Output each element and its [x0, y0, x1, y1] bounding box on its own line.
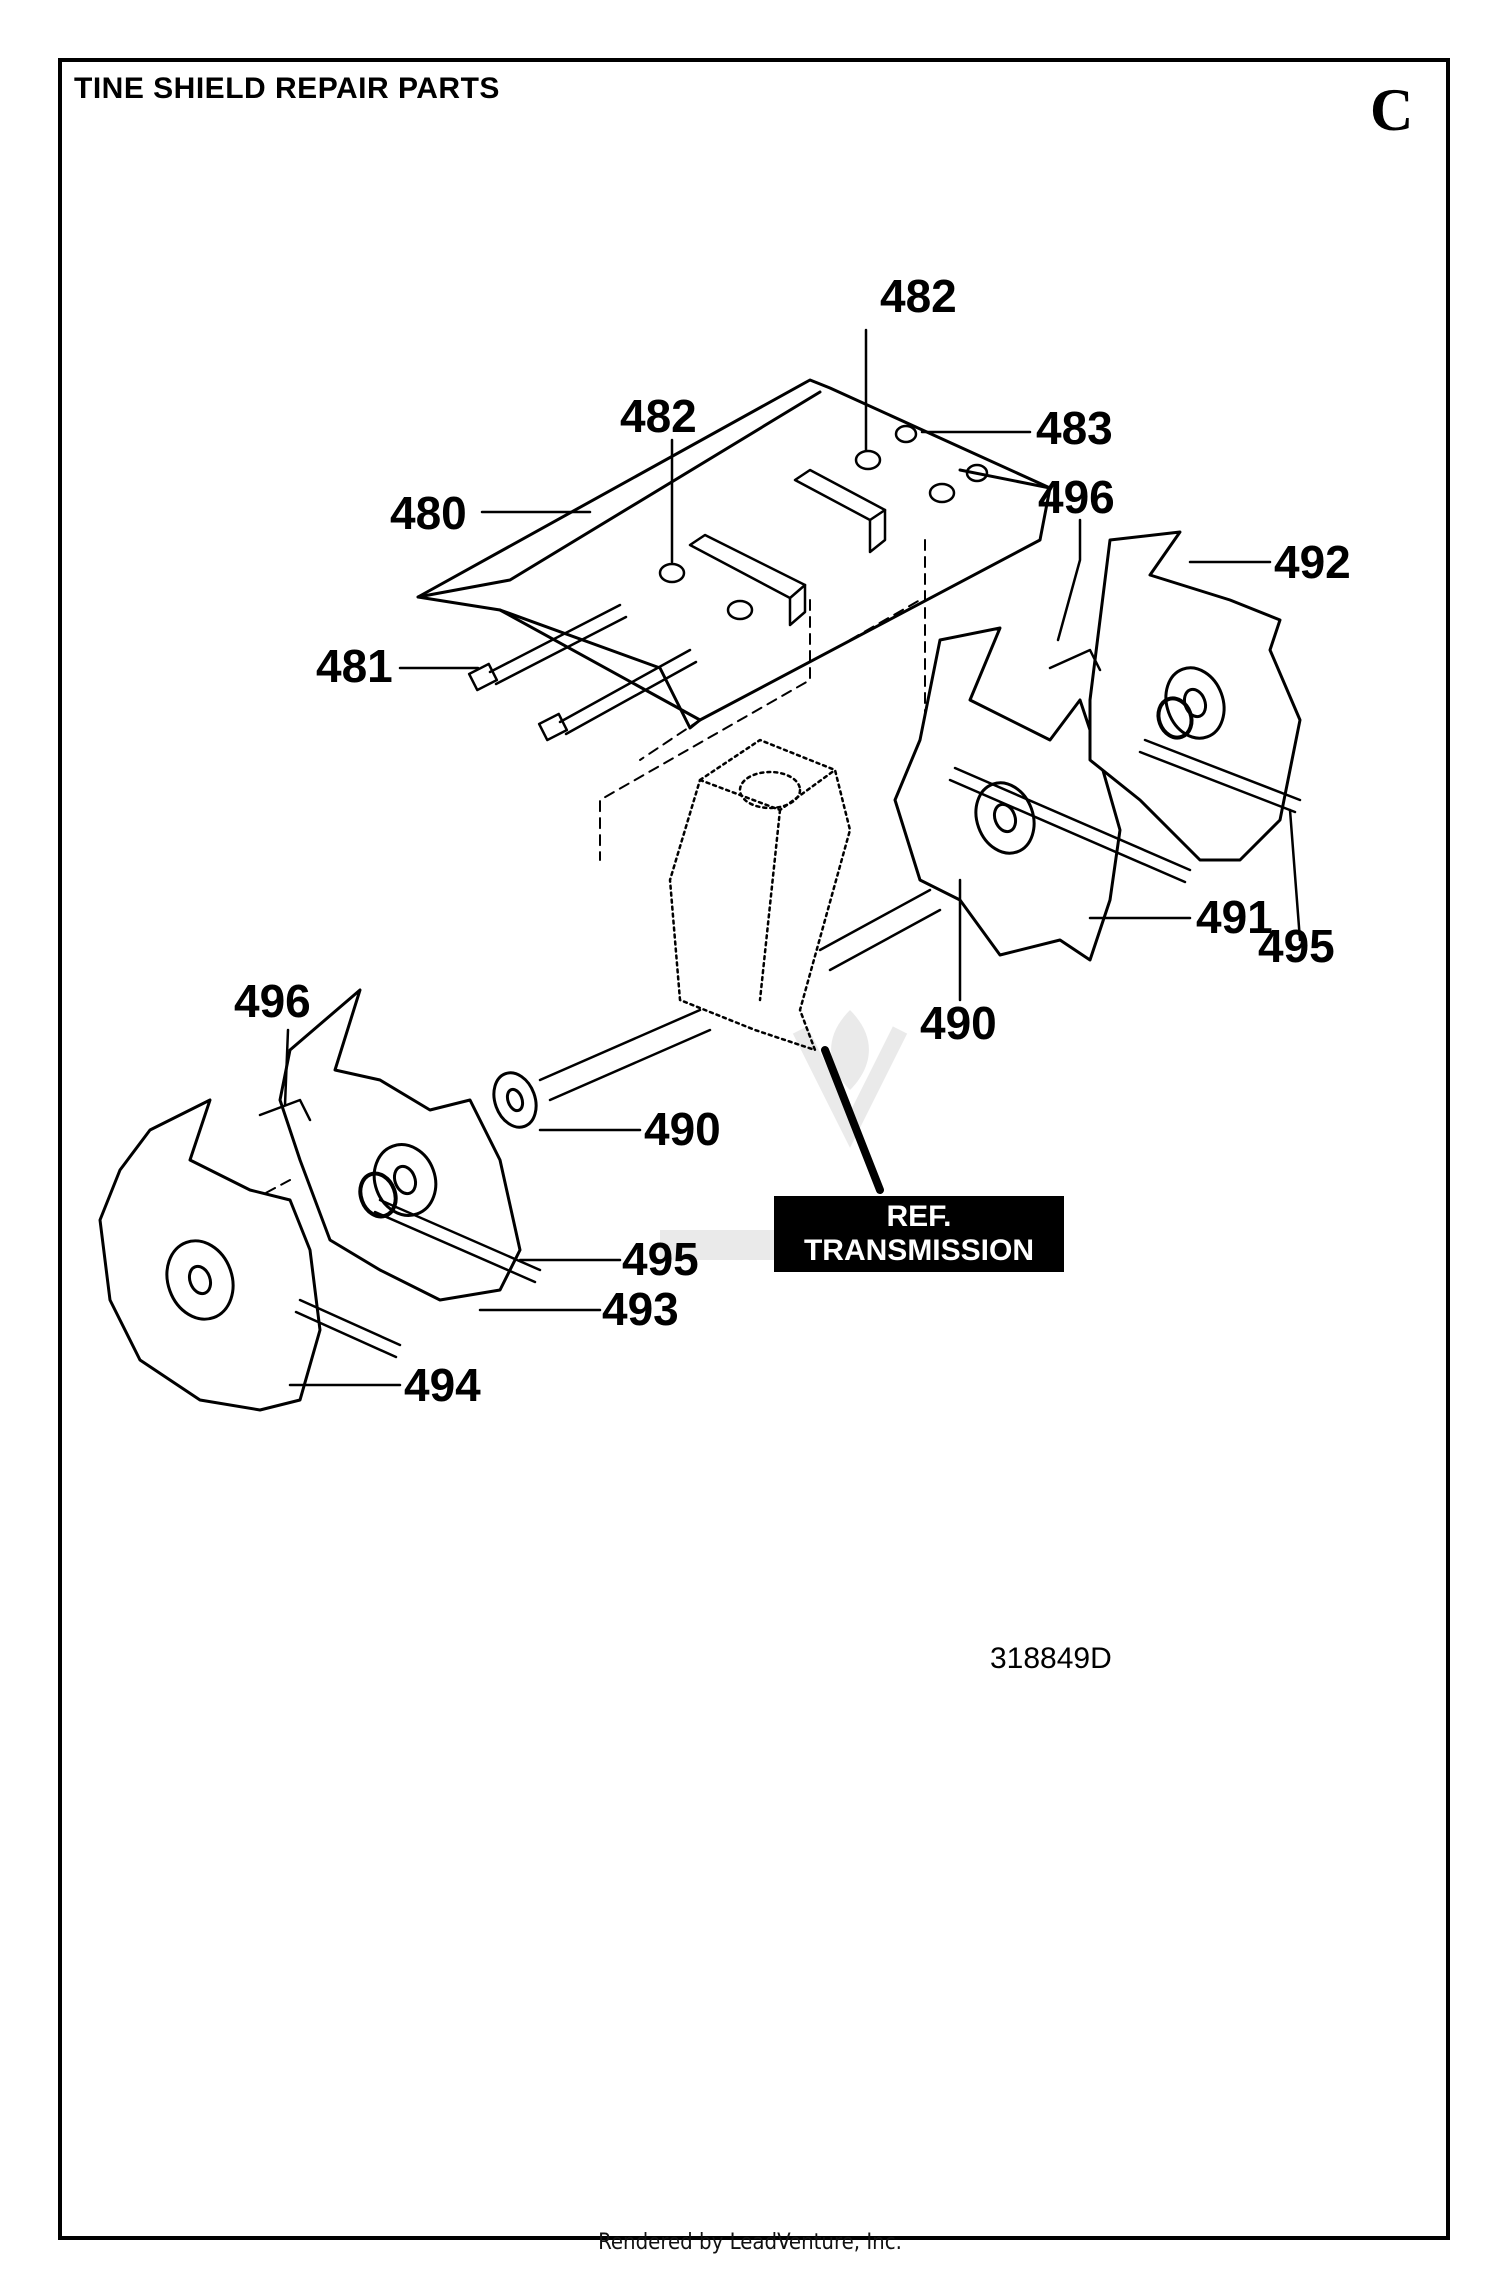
callout-490-left: 490: [644, 1103, 721, 1155]
callout-483: 483: [1036, 402, 1113, 454]
bolts: [467, 603, 698, 742]
tine-shaft: [538, 888, 942, 1102]
callout-482-mid: 482: [620, 390, 697, 442]
right-bolts: [948, 738, 1302, 884]
hairpin-clips: [258, 648, 1102, 1122]
transmission-reference: [668, 738, 852, 1052]
leader-lines: [283, 328, 1302, 1387]
reference-transmission-label: REF. TRANSMISSION: [774, 1196, 1064, 1272]
washers: [658, 424, 989, 621]
tine-493: [278, 988, 522, 1302]
page-title: TINE SHIELD REPAIR PARTS: [74, 72, 500, 105]
callout-492: 492: [1274, 536, 1351, 588]
callout-493: 493: [602, 1283, 679, 1335]
reference-line-2: TRANSMISSION: [803, 1234, 1034, 1267]
callout-491: 491: [1196, 891, 1273, 943]
callout-496-right: 496: [1038, 471, 1115, 523]
tine-shield-part: [416, 378, 1052, 730]
tine-491: [893, 626, 1122, 962]
shield-bracket: [688, 468, 887, 627]
callout-495-left: 495: [622, 1233, 699, 1285]
diagram-frame: [58, 58, 1450, 2240]
reference-line-1: REF.: [886, 1200, 952, 1233]
callout-496-left: 496: [234, 975, 311, 1027]
callout-490-right: 490: [920, 997, 997, 1049]
drawing-number: 318849D: [990, 1642, 1112, 1675]
callout-480: 480: [390, 487, 467, 539]
callout-494: 494: [404, 1359, 481, 1411]
section-letter: C: [1370, 77, 1414, 143]
callout-481: 481: [316, 640, 393, 692]
left-bolts: [294, 1198, 542, 1359]
tine-492: [1088, 530, 1302, 862]
callout-482-top: 482: [880, 270, 957, 322]
tine-494: [98, 1098, 322, 1412]
callout-495-right: 495: [1258, 920, 1335, 972]
reference-pointer: [821, 1046, 884, 1194]
footer-credit: Rendered by LeadVenture, Inc.: [598, 2230, 902, 2255]
